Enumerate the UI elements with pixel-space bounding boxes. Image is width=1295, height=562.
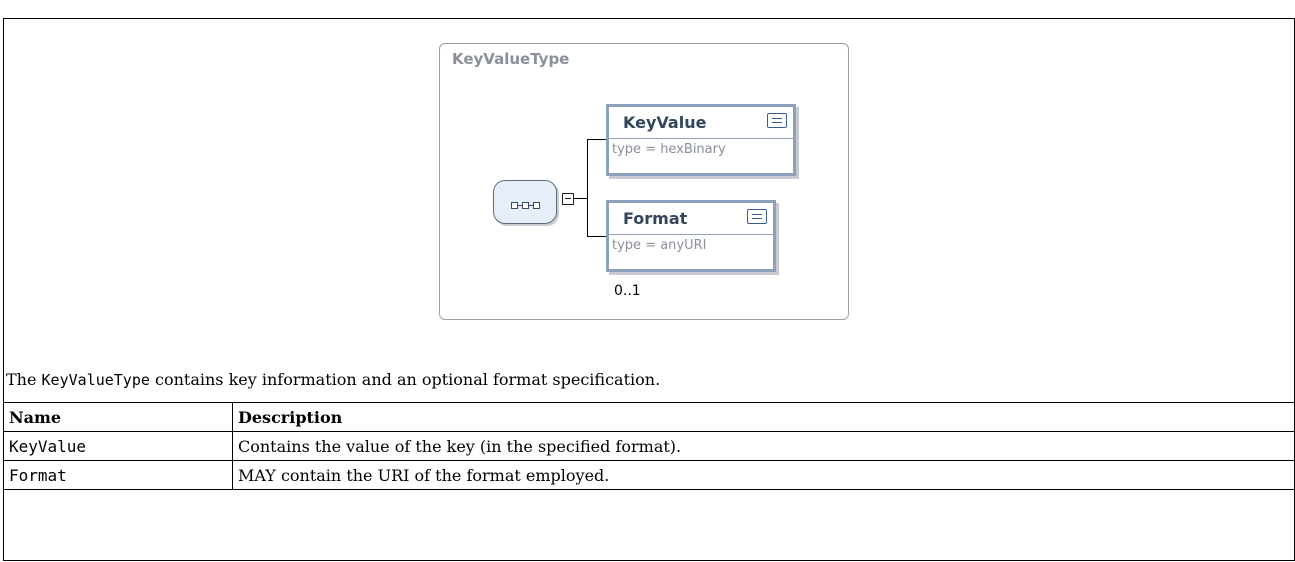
connector-line	[587, 139, 588, 237]
column-header-name: Name	[3, 402, 233, 432]
cell-name: KeyValue	[3, 431, 233, 461]
element-name: Format	[623, 209, 688, 228]
element-doc-icon	[767, 113, 787, 128]
element-type: type = anyURI	[612, 238, 707, 253]
type-description: The KeyValueType contains key informatio…	[6, 370, 660, 389]
element-doc-icon	[747, 209, 767, 224]
element-keyvalue[interactable]: KeyValue type = hexBinary	[606, 104, 796, 176]
complex-type-title: KeyValueType	[452, 50, 570, 68]
table-row: Format MAY contain the URI of the format…	[3, 460, 1295, 490]
divider	[609, 138, 793, 139]
sequence-icon	[493, 180, 557, 224]
column-header-description: Description	[232, 402, 1295, 432]
type-code: KeyValueType	[41, 371, 150, 389]
table-row: KeyValue Contains the value of the key (…	[3, 431, 1295, 461]
element-format[interactable]: Format type = anyURI	[606, 200, 776, 272]
occurrence-label: 0..1	[614, 283, 641, 299]
connector-line	[587, 236, 608, 237]
elements-table: Name Description KeyValue Contains the v…	[3, 402, 1295, 490]
description-text: contains key information and an optional…	[149, 370, 661, 389]
cell-description: Contains the value of the key (in the sp…	[232, 431, 1295, 461]
connector-line	[587, 139, 608, 140]
connector-line	[573, 198, 587, 199]
divider	[609, 234, 773, 235]
element-name: KeyValue	[623, 113, 707, 132]
collapse-icon[interactable]	[562, 193, 574, 205]
table-header-row: Name Description	[3, 402, 1295, 432]
cell-name: Format	[3, 460, 233, 490]
element-type: type = hexBinary	[612, 142, 726, 157]
description-text: The	[6, 370, 42, 389]
cell-description: MAY contain the URI of the format employ…	[232, 460, 1295, 490]
